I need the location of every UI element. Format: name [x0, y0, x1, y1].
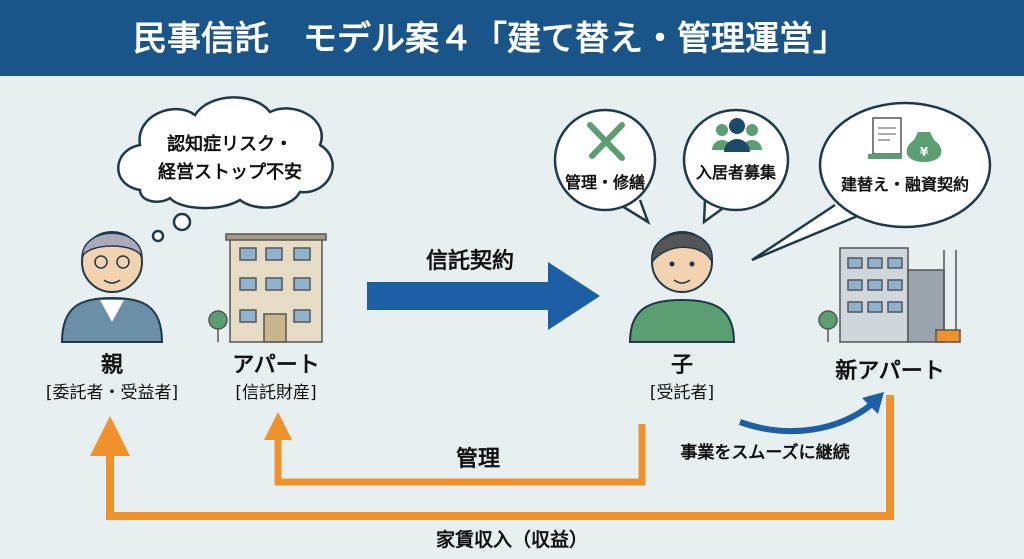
bubble-recruit: 入居者募集 — [682, 108, 790, 225]
document-money-bag-icon: ¥ — [868, 117, 942, 162]
management-arrow — [274, 424, 646, 486]
child-person-icon — [628, 231, 736, 343]
income-arrow-head — [90, 416, 130, 456]
apartment-building-icon — [208, 233, 327, 343]
income-arrow — [106, 395, 894, 520]
continue-arrow — [738, 401, 874, 435]
bubble-repair: 管理・修繕 — [553, 108, 657, 225]
tools-icon — [587, 122, 625, 161]
parent-role: [委託者・受益者] — [46, 383, 178, 403]
bubble-recruit-label: 入居者募集 — [696, 163, 777, 182]
trust-contract-arrow — [367, 262, 600, 330]
management-arrow-head — [264, 412, 292, 440]
header-band — [0, 0, 1024, 76]
thought-cloud — [117, 96, 334, 243]
parent-name: 親 — [101, 353, 123, 378]
bubble-repair-label: 管理・修繕 — [565, 173, 645, 192]
child-name: 子 — [671, 353, 693, 378]
continue-label: 事業をスムーズに継続 — [680, 442, 849, 463]
child-role: [受託者] — [650, 383, 714, 403]
contract-label: 信託契約 — [426, 248, 514, 274]
page-title: 民事信託 モデル案４「建て替え・管理運営」 — [133, 19, 847, 59]
apartment-name: アパート — [232, 353, 320, 378]
bubble-rebuild: ¥ 建替え・融資契約 — [751, 101, 992, 262]
apartment-role: [信託財産] — [235, 383, 316, 403]
people-icon — [712, 118, 762, 152]
new-apartment-name: 新アパート — [835, 358, 945, 384]
thought-line-1: 認知症リスク・ — [167, 133, 293, 155]
new-apartment-building-icon — [818, 247, 961, 343]
management-label: 管理 — [456, 446, 500, 472]
parent-person-icon — [60, 231, 164, 343]
bubble-rebuild-label: 建替え・融資契約 — [841, 175, 969, 194]
thought-line-2: 経営ストップ不安 — [158, 161, 302, 183]
svg-text:¥: ¥ — [920, 145, 929, 159]
income-label: 家賃収入（収益） — [436, 528, 588, 551]
continue-arrow-head — [862, 392, 884, 414]
